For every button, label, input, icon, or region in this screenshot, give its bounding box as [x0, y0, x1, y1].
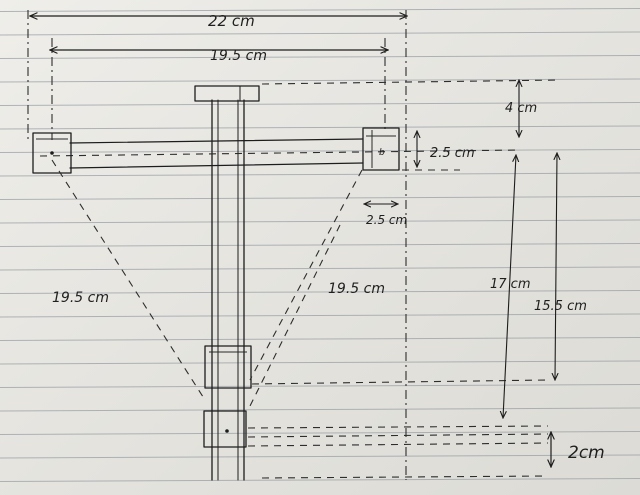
label-left-diagonal: 19.5 cm	[52, 290, 109, 306]
ruled-line	[0, 8, 640, 12]
label-block-width: 2.5 cm	[366, 213, 407, 227]
guide-bottom-3	[247, 442, 549, 447]
ruled-line	[0, 55, 640, 59]
ruled-line	[0, 384, 640, 388]
ruled-lines	[0, 8, 640, 482]
beam-bottom	[69, 162, 364, 169]
label-block-height: 2.5 cm	[430, 146, 475, 161]
ruled-line	[0, 149, 640, 153]
ruled-line	[0, 78, 640, 83]
ruled-line	[0, 31, 640, 36]
ruled-line	[0, 313, 640, 318]
ruled-line	[0, 454, 640, 459]
ruled-line	[0, 102, 640, 106]
guide-upper-block	[251, 379, 549, 385]
guide-bottom-1	[247, 425, 549, 429]
ruled-line	[0, 290, 640, 294]
diagonal-right	[249, 169, 363, 381]
ruled-line	[0, 125, 640, 130]
post-top-cap	[194, 85, 260, 102]
dim-vertical-long-arrow	[503, 155, 516, 418]
label-vertical-short: 15.5 cm	[534, 299, 587, 314]
label-top-gap: 4 cm	[505, 101, 537, 116]
ruled-line	[0, 266, 640, 271]
post-bottom-pivot	[225, 429, 229, 433]
ruled-line	[0, 337, 640, 341]
ruled-line	[0, 407, 640, 412]
right-block-mark: b	[379, 148, 385, 158]
diagonal-left	[51, 159, 206, 401]
beam-top	[69, 138, 364, 144]
ruled-line	[0, 243, 640, 247]
dim-vertical-short-arrow	[555, 153, 557, 380]
diagonal-right-2	[247, 224, 341, 411]
ruled-line	[0, 219, 640, 224]
ruled-line	[0, 360, 640, 365]
right-block	[362, 127, 400, 171]
ruled-line	[0, 478, 640, 482]
guide-bottom-4	[261, 475, 549, 479]
post-upper-block	[204, 345, 252, 389]
left-block-pivot	[50, 151, 54, 155]
left-block	[32, 132, 72, 174]
guide-bottom-2	[247, 433, 549, 438]
ruled-line	[0, 172, 640, 177]
post-bottom-block	[203, 410, 247, 448]
ruled-line	[0, 196, 640, 200]
guide-top-cap	[261, 79, 561, 85]
label-span-width: 19.5 cm	[210, 48, 267, 64]
label-bottom-gap: 2cm	[568, 443, 605, 463]
ruled-line	[0, 431, 640, 435]
label-right-diagonal: 19.5 cm	[328, 281, 385, 297]
label-overall-width: 22 cm	[208, 12, 255, 30]
label-vertical-long: 17 cm	[490, 277, 531, 292]
beam-centerline	[39, 149, 521, 157]
